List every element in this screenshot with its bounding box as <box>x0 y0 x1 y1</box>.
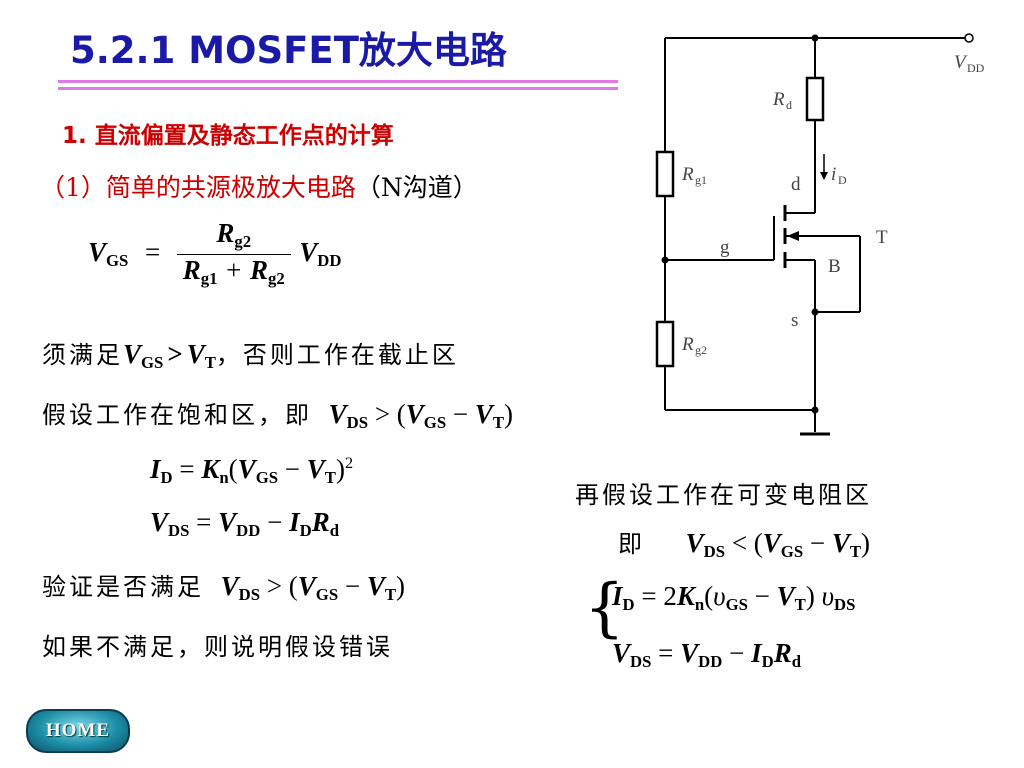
condition-line: 须满足VGS>VT，否则工作在截止区 <box>42 339 459 373</box>
label-vdd-sub: DD <box>967 61 985 75</box>
condition-suffix: ，否则工作在截止区 <box>215 341 459 369</box>
formula-vgs-rhs-sub: DD <box>317 251 342 271</box>
failure-line: 如果不满足，则说明假设错误 <box>42 633 393 661</box>
title-rule-top <box>58 80 618 83</box>
label-gate: g <box>720 237 730 258</box>
subheading-channel: （N沟道） <box>355 173 478 202</box>
formula-vgs-lhs: V <box>88 237 107 268</box>
frac-den-b: R <box>249 255 268 286</box>
variable-region-line2: 即 VDS < (VGS − VT) <box>618 528 871 562</box>
assume-sat-line: 假设工作在饱和区，即 VDS > (VGS − VT) <box>42 399 514 433</box>
label-drain: d <box>791 174 801 195</box>
verify-text: 验证是否满足 <box>42 573 204 601</box>
verify-line: 验证是否满足 VDS > (VGS − VT) <box>42 571 406 605</box>
page-title: 5.2.1 MOSFET放大电路 <box>70 29 507 72</box>
formula-vgs: VGS = Rg2 Rg1 + Rg2 VDD <box>88 218 342 289</box>
label-rd-sub: d <box>786 98 792 112</box>
home-button[interactable]: HOME <box>26 709 130 753</box>
label-rg1-sub: g1 <box>695 173 707 187</box>
variable-region-line1: 再假设工作在可变电阻区 <box>575 481 872 509</box>
label-rg2-sub: g2 <box>695 343 707 357</box>
mosfet-circuit-diagram: V DD R d R g1 R g2 d i D g B T s <box>655 33 985 436</box>
variable-region-ji: 即 <box>618 530 645 558</box>
label-source: s <box>791 310 798 331</box>
label-rg1: R <box>681 164 694 185</box>
subheading-red: （1）简单的共源极放大电路 <box>40 173 356 202</box>
assume-sat-text: 假设工作在饱和区，即 <box>42 401 312 429</box>
label-body: B <box>828 256 841 277</box>
eq-id-triode: ID = 2Kn(υGS − VT) υDS <box>612 581 856 615</box>
label-rg2: R <box>681 334 694 355</box>
subheading: （1）简单的共源极放大电路（N沟道） <box>40 168 478 204</box>
frac-den-b-sub: g2 <box>267 269 285 289</box>
frac-num-sub: g2 <box>234 232 252 252</box>
label-rd: R <box>772 89 785 110</box>
frac-num: R <box>216 218 235 248</box>
eq-id-sat: ID = Kn(VGS − VT)2 <box>150 454 354 488</box>
label-id-sub: D <box>838 173 847 187</box>
label-terminal-t: T <box>876 227 888 248</box>
section-heading: 1. 直流偏置及静态工作点的计算 <box>62 123 394 149</box>
title-rule-bottom <box>58 87 618 90</box>
formula-vgs-rhs: V <box>299 237 318 268</box>
frac-den-a: R <box>182 255 201 286</box>
label-vdd: V <box>954 52 968 73</box>
condition-prefix: 须满足 <box>42 341 123 369</box>
eq-vds-triode: VDS = VDD − IDRd <box>612 638 802 672</box>
equation-brace: { <box>584 571 625 645</box>
frac-den-a-sub: g1 <box>200 269 218 289</box>
formula-vgs-fraction: Rg2 Rg1 + Rg2 <box>176 218 291 289</box>
label-id: i <box>831 164 836 185</box>
eq-vds-sat: VDS = VDD − IDRd <box>150 507 340 541</box>
formula-vgs-lhs-sub: GS <box>106 251 129 271</box>
